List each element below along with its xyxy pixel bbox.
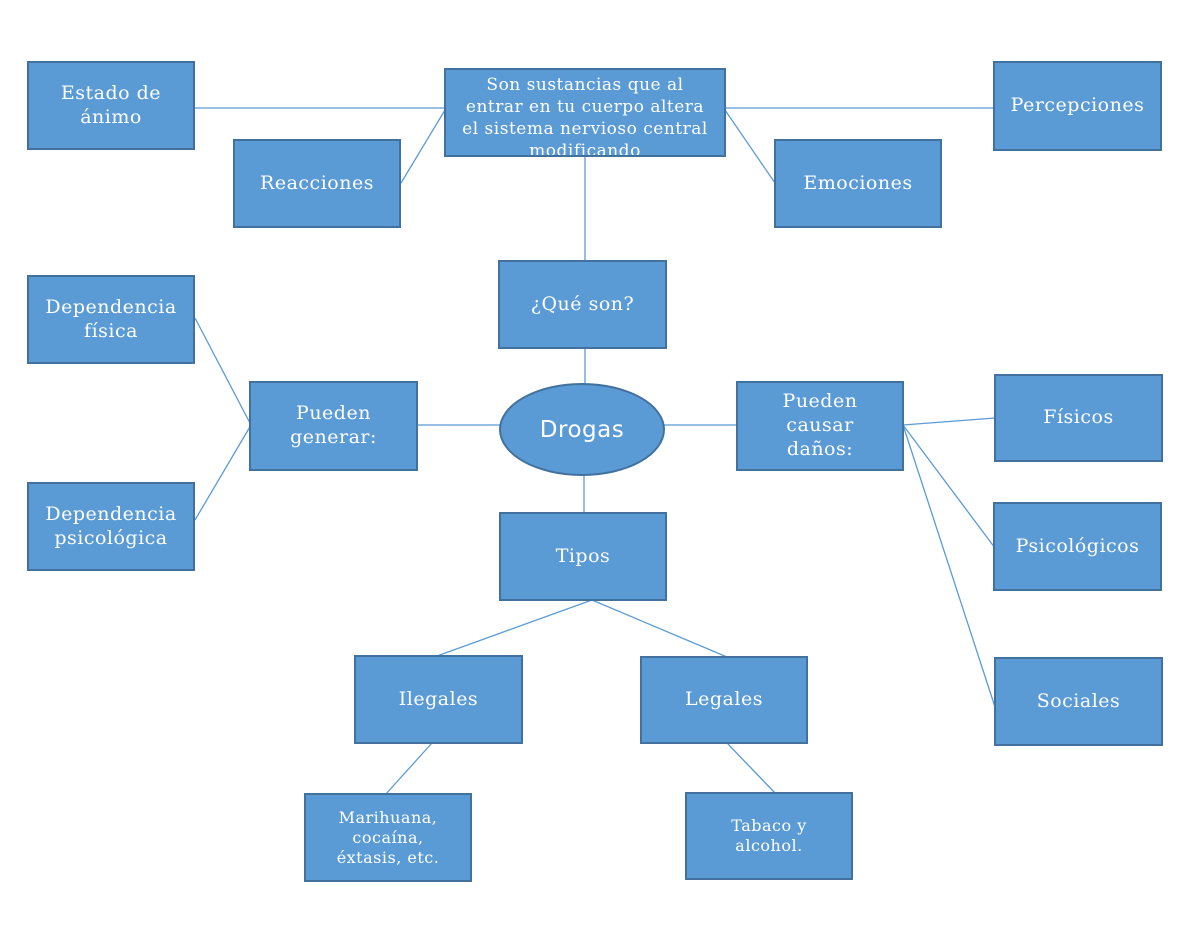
center-oval: Drogas (499, 383, 665, 476)
connector-danos-sociales (902, 424, 996, 708)
generate-box: Pueden generar: (249, 381, 418, 471)
connector-tipos-ilegales (436, 599, 593, 657)
damage-box: Pueden causar daños: (736, 381, 904, 471)
damage-physical-box: Físicos (994, 374, 1163, 462)
connector-danos-fisicos (902, 417, 996, 426)
damage-social-box: Sociales (994, 657, 1163, 746)
question-box: ¿Qué son? (498, 260, 667, 349)
connector-ilegales-examples (384, 742, 433, 796)
legal-examples-box: Tabaco y alcohol. (685, 792, 853, 880)
dependence-physical-box: Dependencia física (27, 275, 195, 364)
illegal-examples-box: Marihuana, cocaína, éxtasis, etc. (304, 793, 472, 882)
effect-percepciones: Percepciones (993, 61, 1162, 151)
definition-box: Son sustancias que al entrar en tu cuerp… (444, 68, 726, 157)
effect-reacciones: Reacciones (233, 139, 401, 228)
effect-emociones: Emociones (774, 139, 942, 228)
illegal-box: Ilegales (354, 655, 523, 744)
connector-danos-psicologicos (902, 424, 996, 549)
dependence-psychological-box: Dependencia psicológica (27, 482, 195, 571)
connector-definition-reacciones (400, 109, 446, 184)
connector-generar-psicologica (194, 424, 252, 521)
connector-generar-fisica (194, 317, 252, 426)
connector-legales-examples (726, 742, 776, 794)
legal-box: Legales (640, 656, 808, 744)
damage-psychological-box: Psicológicos (993, 502, 1162, 591)
connector-tipos-legales (591, 599, 728, 658)
types-box: Tipos (499, 512, 667, 601)
connector-definition-emociones (724, 109, 776, 184)
effect-estado-de-animo: Estado de ánimo (27, 61, 195, 150)
